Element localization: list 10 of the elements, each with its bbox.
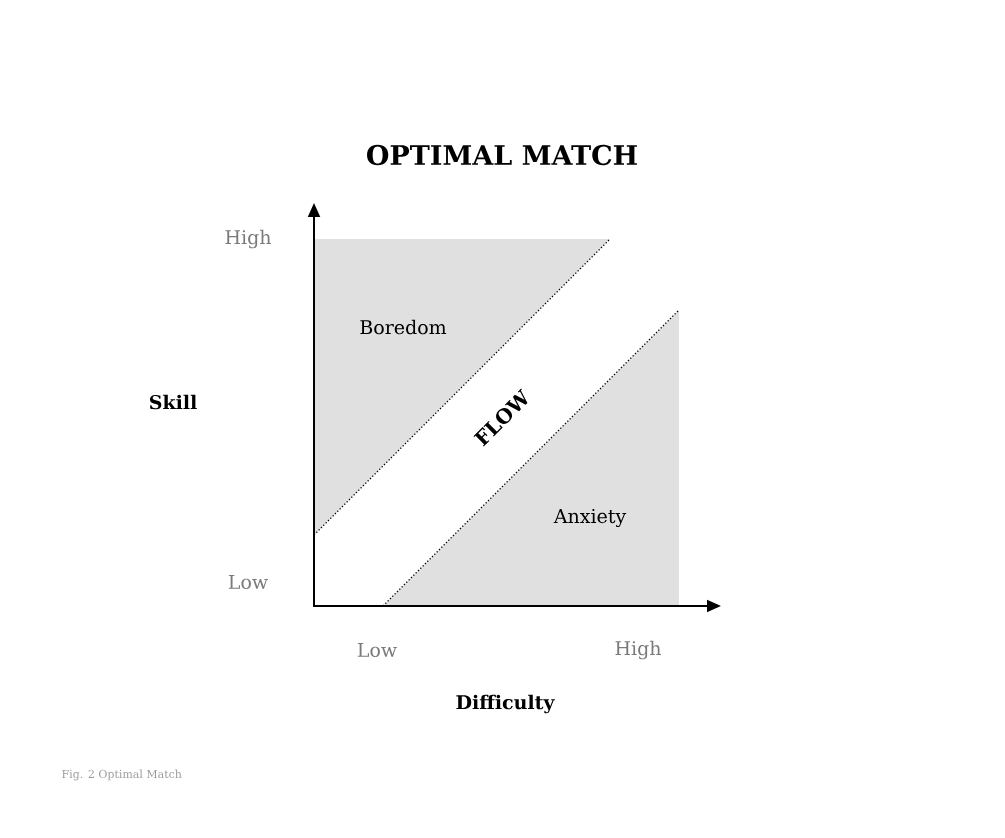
- title: OPTIMAL MATCH: [367, 144, 637, 166]
- axis-tick-label: High: [615, 640, 661, 660]
- axis-tick-label: Low: [228, 574, 268, 590]
- axis-tick-label: High: [225, 229, 271, 249]
- caption: Fig. 2 Optimal Match: [62, 769, 182, 781]
- axis-title: Difficulty: [456, 694, 555, 714]
- axis-tick-label: Low: [357, 642, 397, 658]
- region-label: Boredom: [360, 319, 447, 335]
- region-label: Anxiety: [553, 508, 627, 528]
- axis-title: Skill: [150, 394, 197, 410]
